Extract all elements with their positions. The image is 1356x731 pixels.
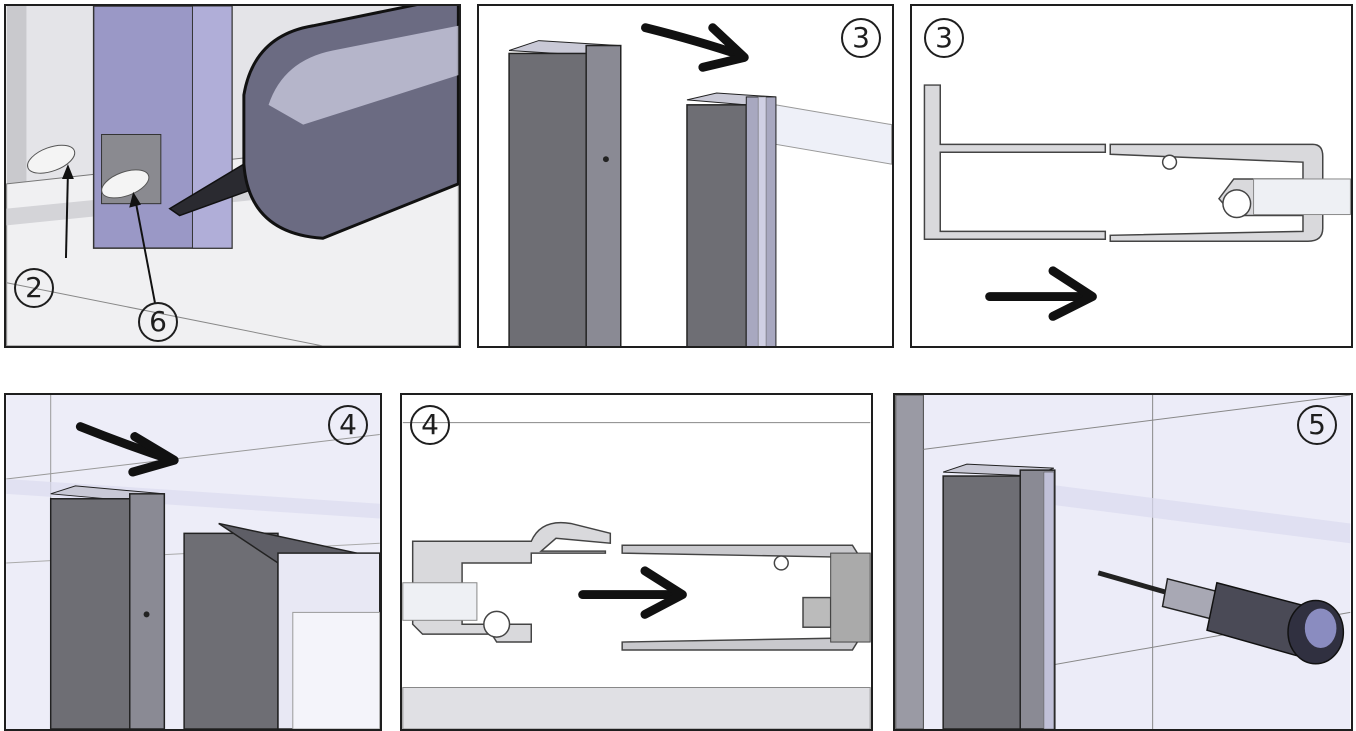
profile-slide-drawing <box>479 6 892 346</box>
marker-6: 6 <box>138 302 178 342</box>
marker-2: 2 <box>14 268 54 308</box>
screw-fixing-panel: 5 <box>893 393 1353 731</box>
marker-4-section: 4 <box>410 405 450 445</box>
profile-section-3-drawing <box>912 6 1351 346</box>
profile-section-3-panel: 3 <box>910 4 1353 348</box>
marker-3-section: 3 <box>924 18 964 58</box>
sealant-application-panel: 2 6 <box>4 4 461 348</box>
marker-4: 4 <box>328 405 368 445</box>
marker-5: 5 <box>1297 405 1337 445</box>
profile-join-3d-panel: 4 <box>4 393 382 731</box>
profile-join-drawing <box>6 395 380 729</box>
profile-section-4-panel: 4 <box>400 393 873 731</box>
profile-section-4-drawing <box>402 395 871 729</box>
screw-fixing-drawing <box>895 395 1351 729</box>
sealant-application-drawing <box>6 6 459 346</box>
marker-3: 3 <box>841 18 881 58</box>
profile-slide-3d-panel: 3 <box>477 4 894 348</box>
